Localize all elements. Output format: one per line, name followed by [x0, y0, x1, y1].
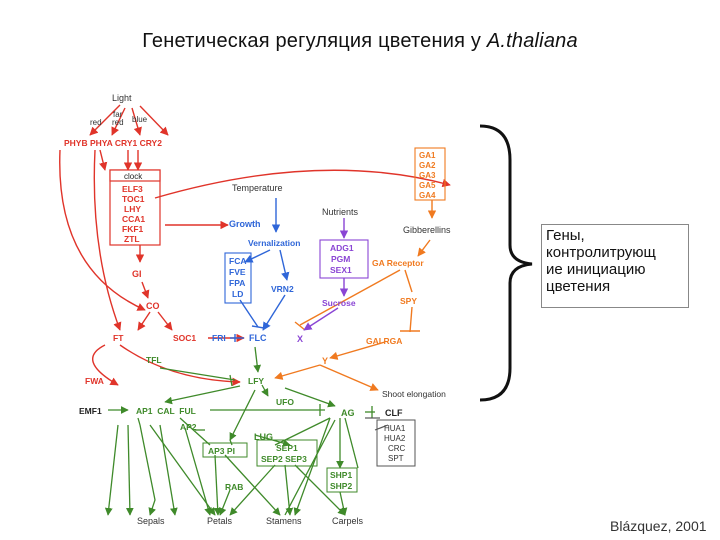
node-ufo: UFO: [276, 397, 294, 407]
organ-sepals: Sepals: [137, 516, 165, 526]
node-lug: LUG: [254, 432, 273, 442]
node-growth: Growth: [229, 219, 261, 229]
node-gai-rga: GAI RGA: [366, 336, 402, 346]
node-ap1-cal-ful: AP1 CAL FUL: [136, 406, 196, 416]
gibberellin-edges: [274, 200, 437, 391]
node-ap2: AP2: [180, 422, 197, 432]
node-emf1: EMF1: [79, 406, 102, 416]
node-spy: SPY: [400, 296, 417, 306]
label-blue-light: blue: [132, 115, 148, 124]
node-vernalization: Vernalization: [248, 238, 300, 248]
node-fwa: FWA: [85, 376, 104, 386]
node-co: CO: [146, 301, 160, 311]
credit: Blázquez, 2001: [610, 518, 707, 534]
organ-petals: Petals: [207, 516, 233, 526]
page-title: Генетическая регуляция цветения у A.thal…: [0, 30, 720, 53]
node-clf: CLF: [385, 408, 403, 418]
curly-brace: [479, 124, 533, 402]
node-rab: RAB: [225, 482, 243, 492]
node-sucrose: Sucrose: [322, 298, 356, 308]
node-ap3-pi: AP3 PI: [202, 442, 248, 458]
title-species: A.thaliana: [486, 30, 578, 52]
title-main: Генетическая регуляция цветения у: [142, 30, 487, 52]
node-flc: FLC: [249, 333, 267, 343]
node-vrn2: VRN2: [271, 284, 294, 294]
photoperiod-edges: [59, 104, 451, 386]
node-soc1: SOC1: [173, 333, 196, 343]
vernalization-edges: [230, 198, 290, 342]
label-red: red: [90, 118, 102, 127]
label-nutrients: Nutrients: [322, 207, 359, 217]
node-x: X: [297, 334, 303, 344]
node-photoreceptors: PHYB PHYA CRY1 CRY2: [64, 138, 162, 148]
node-gi: GI: [132, 269, 142, 279]
label-gibberellins: Gibberellins: [403, 225, 451, 235]
label-temperature: Temperature: [232, 183, 283, 193]
node-tfl: TFL: [146, 355, 162, 365]
node-ga-receptor: GA Receptor: [372, 258, 424, 268]
node-shoot-elongation: Shoot elongation: [382, 389, 446, 399]
organ-carpels: Carpels: [332, 516, 364, 526]
clock-label: clock: [124, 172, 143, 181]
node-fri: FRI: [212, 333, 226, 343]
nutrient-edges: [303, 218, 349, 331]
node-y: Y: [322, 356, 328, 366]
label-light: Light: [112, 93, 132, 103]
organ-stamens: Stamens: [266, 516, 302, 526]
svg-text:AP3 PI: AP3 PI: [208, 446, 235, 456]
note-box: Гены, контролитрующ ие инициацию цветени…: [541, 224, 689, 308]
node-lfy: LFY: [248, 376, 264, 386]
node-ag: AG: [341, 408, 355, 418]
node-ft: FT: [113, 333, 124, 343]
